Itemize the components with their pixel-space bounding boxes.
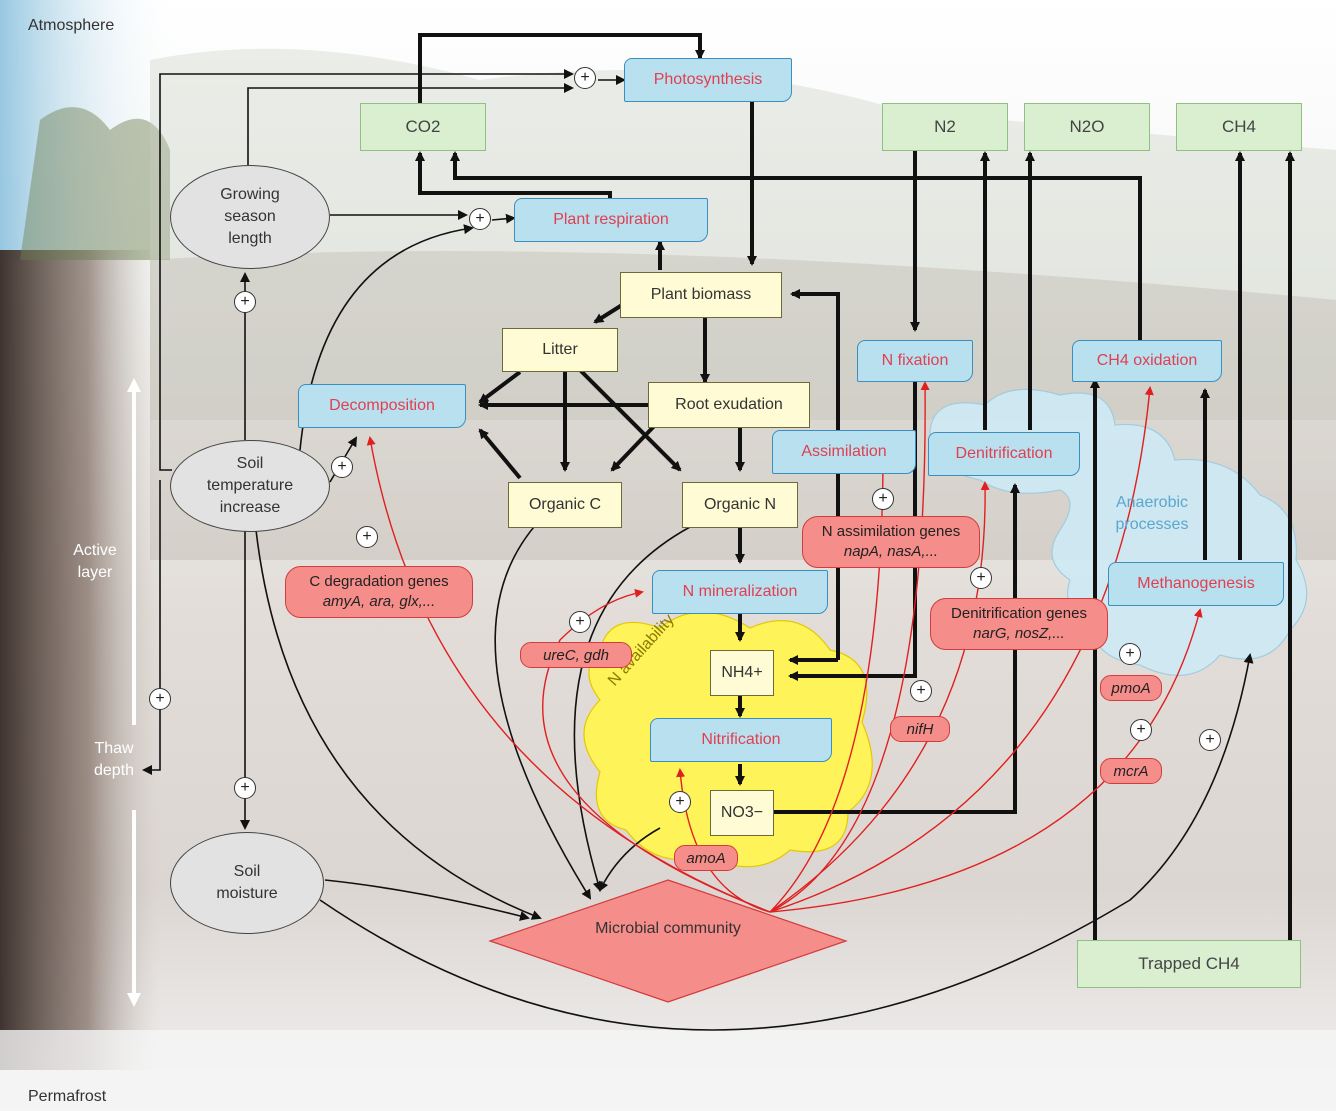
denitrification-genes-list: narG, nosZ,... (973, 625, 1065, 642)
n2o-label: N2O (1069, 117, 1105, 136)
growing-season-label: Growing season length (220, 186, 280, 247)
nh4-box: NH4+ (710, 650, 774, 696)
nifh-tag: nifH (890, 716, 950, 742)
plant-biomass-box: Plant biomass (620, 272, 782, 318)
amoa-tag: amoA (674, 845, 738, 871)
co2-label: CO2 (405, 117, 441, 136)
photosynthesis-box: Photosynthesis (624, 58, 792, 102)
root-exudation-box: Root exudation (648, 382, 810, 428)
n2-box: N2 (882, 103, 1008, 151)
plant-respiration-label: Plant respiration (553, 211, 669, 228)
c-degradation-genes-list: amyA, ara, glx,... (322, 593, 436, 610)
organic-n-label: Organic N (703, 496, 777, 513)
methanogenesis-box: Methanogenesis (1108, 562, 1284, 606)
plant-biomass-label: Plant biomass (650, 286, 752, 303)
decomposition-label: Decomposition (329, 397, 435, 414)
ch4-oxidation-box: CH4 oxidation (1072, 340, 1222, 382)
nitrification-box: Nitrification (650, 718, 832, 762)
soil-temperature-label: Soil temperature increase (206, 455, 294, 516)
ch4-label: CH4 (1221, 117, 1256, 136)
plus-icon: + (1119, 643, 1141, 665)
urec-gdh-tag: ureC, gdh (520, 642, 632, 668)
trapped-ch4-label: Trapped CH4 (1138, 954, 1240, 973)
active-layer-label: Active layer (73, 542, 117, 581)
ch4-box: CH4 (1176, 103, 1302, 151)
mcra-tag: mcrA (1100, 758, 1162, 784)
nitrification-label: Nitrification (701, 731, 781, 748)
soil-moisture-oval: Soil moisture (170, 832, 324, 934)
permafrost-label: Permafrost (28, 1088, 107, 1105)
plus-icon: + (234, 291, 256, 313)
plus-icon: + (574, 67, 596, 89)
pmoa-tag: pmoA (1100, 675, 1162, 701)
organic-c-label: Organic C (528, 496, 602, 513)
c-degradation-genes-title: C degradation genes (309, 573, 449, 590)
microbial-community-label: Microbial community (595, 920, 741, 937)
plus-icon: + (356, 526, 378, 548)
n-assimilation-genes-title: N assimilation genes (821, 523, 961, 540)
no3-box: NO3− (710, 790, 774, 836)
assimilation-box: Assimilation (772, 430, 916, 474)
growing-season-oval: Growing season length (170, 165, 330, 269)
n-mineralization-label: N mineralization (682, 583, 798, 600)
co2-box: CO2 (360, 103, 486, 151)
n-fixation-label: N fixation (881, 352, 949, 369)
c-degradation-genes-box: C degradation genes amyA, ara, glx,... (285, 566, 473, 618)
photosynthesis-label: Photosynthesis (653, 71, 763, 88)
litter-label: Litter (542, 341, 578, 358)
denitrification-genes-box: Denitrification genes narG, nosZ,... (930, 598, 1108, 650)
n-assimilation-genes-list: napA, nasA,... (843, 543, 939, 560)
plus-icon: + (910, 680, 932, 702)
organic-n-box: Organic N (682, 482, 798, 528)
plus-icon: + (149, 688, 171, 710)
n2-label: N2 (934, 117, 956, 136)
ch4-oxidation-label: CH4 oxidation (1096, 352, 1198, 369)
organic-c-box: Organic C (508, 482, 622, 528)
plus-icon: + (234, 777, 256, 799)
plus-icon: + (1199, 729, 1221, 751)
plus-icon: + (669, 791, 691, 813)
plus-icon: + (970, 567, 992, 589)
thaw-depth-label: Thaw depth (93, 740, 135, 779)
denitrification-label: Denitrification (955, 445, 1053, 462)
microbial-community-diamond (488, 879, 848, 1003)
thick-flows (415, 33, 1295, 940)
plus-icon: + (331, 456, 353, 478)
plant-respiration-box: Plant respiration (514, 198, 708, 242)
plus-icon: + (569, 611, 591, 633)
n-mineralization-box: N mineralization (652, 570, 828, 614)
root-exudation-label: Root exudation (675, 396, 783, 413)
soil-temperature-oval: Soil temperature increase (170, 440, 330, 532)
assimilation-label: Assimilation (801, 443, 887, 460)
soil-moisture-label: Soil moisture (216, 863, 278, 902)
litter-box: Litter (502, 328, 618, 372)
n2o-box: N2O (1024, 103, 1150, 151)
n-fixation-box: N fixation (857, 340, 973, 382)
no3-label: NO3− (720, 804, 764, 821)
atmosphere-label: Atmosphere (28, 17, 115, 34)
plus-icon: + (1130, 719, 1152, 741)
denitrification-box: Denitrification (928, 432, 1080, 476)
nh4-label: NH4+ (721, 664, 763, 681)
decomposition-box: Decomposition (298, 384, 466, 428)
plus-icon: + (469, 208, 491, 230)
trapped-ch4-box: Trapped CH4 (1077, 940, 1301, 988)
denitrification-genes-title: Denitrification genes (951, 605, 1087, 622)
n-assimilation-genes-box: N assimilation genes napA, nasA,... (802, 516, 980, 568)
methanogenesis-label: Methanogenesis (1137, 575, 1255, 592)
anaerobic-label: Anaerobic processes (1115, 494, 1189, 533)
plus-icon: + (872, 488, 894, 510)
